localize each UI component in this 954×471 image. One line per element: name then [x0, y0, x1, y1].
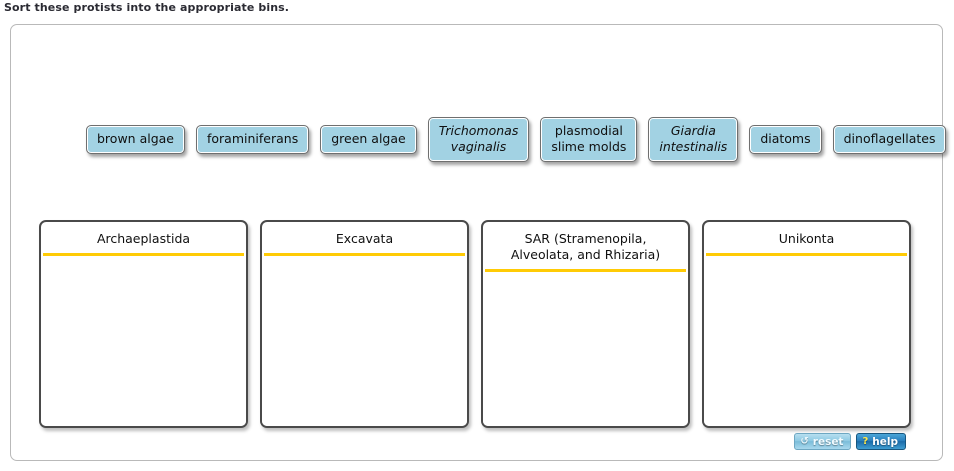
bin-title: Unikonta [704, 222, 909, 253]
drop-bin-unikonta[interactable]: Unikonta [702, 220, 911, 428]
draggable-tile-tray: brown algae foraminiferans green algae T… [86, 111, 947, 167]
tile-label: foraminiferans [206, 130, 299, 146]
bin-drop-area[interactable] [483, 272, 688, 426]
tile-label: brown algae [97, 130, 174, 146]
draggable-tile-dinoflagellates[interactable]: dinoflagellates [832, 124, 947, 154]
bin-drop-area[interactable] [41, 256, 246, 426]
draggable-tile-trichomonas-vaginalis[interactable]: Trichomonas vaginalis [427, 116, 530, 162]
drop-bin-sar[interactable]: SAR (Stramenopila, Alveolata, and Rhizar… [481, 220, 690, 428]
question-mark-icon: ? [862, 435, 869, 447]
bin-divider [43, 253, 244, 256]
draggable-tile-giardia-intestinalis[interactable]: Giardia intestinalis [648, 116, 739, 162]
tile-label-line-1: plasmodial [554, 122, 623, 138]
exercise-panel: brown algae foraminiferans green algae T… [10, 24, 947, 461]
bin-drop-area[interactable] [262, 256, 467, 426]
bin-title-line-1: Archaeplastida [96, 231, 191, 246]
action-button-bar: ↺ reset ? help [794, 433, 906, 450]
tile-label-line-1: Giardia [670, 122, 716, 138]
draggable-tile-brown-algae[interactable]: brown algae [86, 124, 185, 154]
bin-title: Archaeplastida [41, 222, 246, 253]
tile-label-line-1: Trichomonas [438, 122, 519, 138]
bin-drop-area[interactable] [704, 256, 909, 426]
help-button[interactable]: ? help [856, 433, 906, 450]
page-title: Sort these protists into the appropriate… [4, 1, 290, 14]
tile-label-line-2: slime molds [551, 138, 627, 154]
drop-bin-excavata[interactable]: Excavata [260, 220, 469, 428]
draggable-tile-plasmodial-slime-molds[interactable]: plasmodial slime molds [540, 116, 638, 162]
draggable-tile-foraminiferans[interactable]: foraminiferans [195, 124, 310, 154]
help-button-label: help [872, 435, 898, 448]
bin-divider [706, 253, 907, 256]
tile-label-line-2: intestinalis [659, 138, 728, 154]
tile-label: diatoms [760, 130, 811, 146]
reset-button[interactable]: ↺ reset [794, 433, 852, 450]
bin-divider [264, 253, 465, 256]
drop-bin-archaeplastida[interactable]: Archaeplastida [39, 220, 248, 428]
reset-circular-arrow-icon: ↺ [800, 435, 809, 447]
bin-title-line-2: Alveolata, and Rhizaria) [510, 247, 661, 262]
tile-label: green algae [331, 130, 406, 146]
tile-label: dinoflagellates [843, 130, 936, 146]
bin-title: Excavata [262, 222, 467, 253]
bin-title-line-1: SAR (Stramenopila, [524, 231, 647, 246]
drop-bin-group: Archaeplastida Excavata SAR (Stramenopil… [39, 220, 919, 428]
draggable-tile-green-algae[interactable]: green algae [320, 124, 417, 154]
reset-button-label: reset [812, 435, 844, 448]
bin-title: SAR (Stramenopila, Alveolata, and Rhizar… [483, 222, 688, 269]
draggable-tile-diatoms[interactable]: diatoms [749, 124, 822, 154]
bin-title-line-1: Excavata [335, 231, 394, 246]
tile-label-line-2: vaginalis [450, 138, 507, 154]
bin-divider [485, 269, 686, 272]
bin-title-line-1: Unikonta [778, 231, 835, 246]
